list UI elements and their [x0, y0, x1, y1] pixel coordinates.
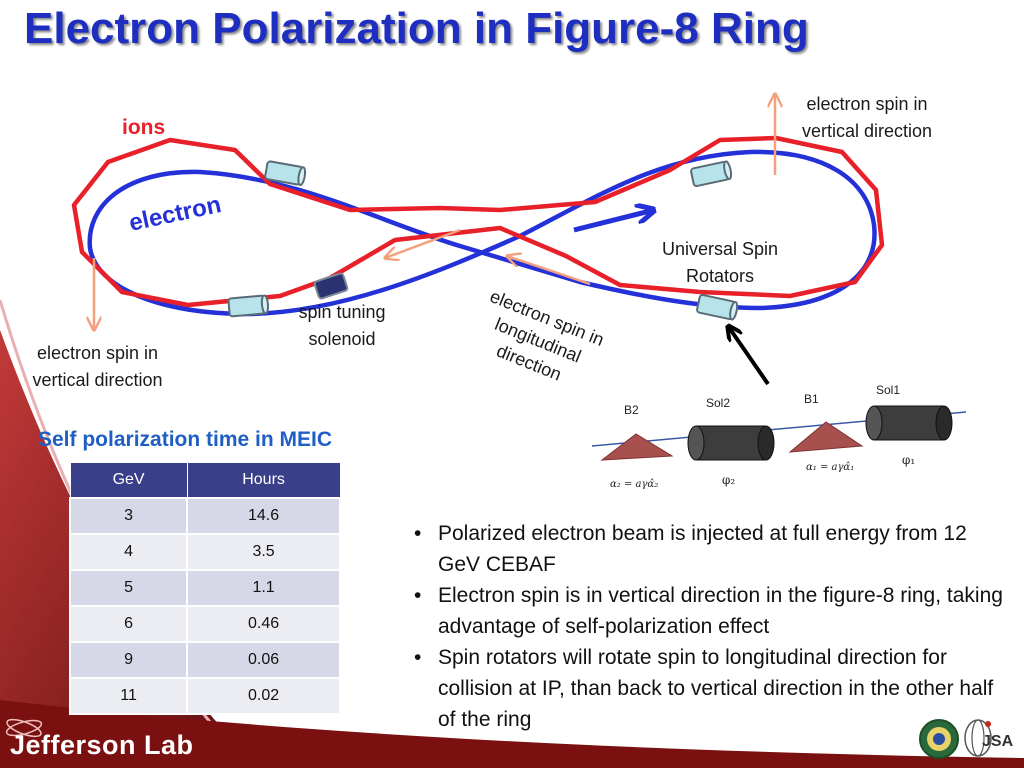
table-header-gev: GeV: [69, 462, 188, 499]
b2-label: B2: [624, 403, 639, 417]
table-cell-hours: 1.1: [186, 569, 341, 607]
table-cell-hours: 3.5: [186, 533, 341, 571]
table-cell-gev: 3: [68, 497, 189, 535]
phi2-label: φ₂: [722, 473, 735, 487]
doe-seal-icon: [919, 719, 959, 759]
spin-tuning-solenoid-label: spin tuning solenoid: [272, 299, 412, 353]
spin-vertical-top-line-2: vertical direction: [801, 121, 933, 141]
table-cell-hours: 0.06: [186, 641, 341, 679]
sol1-label: Sol1: [876, 383, 900, 397]
ion-ring-path: [71, 135, 885, 308]
spin-tuning-line-1: spin tuning: [298, 302, 386, 322]
spin-vertical-top-label: electron spin in vertical direction: [782, 91, 952, 145]
table-title: Self polarization time in MEIC: [38, 428, 333, 451]
spin-vertical-top-line-1: electron spin in: [806, 94, 928, 114]
page-title: Electron Polarization in Figure-8 Ring: [24, 4, 809, 53]
table-row: 3 14.6: [68, 497, 341, 535]
jsa-logo-text: JSA: [982, 733, 1014, 750]
universal-rotators-line-2: Rotators: [685, 266, 755, 286]
spin-rotator-3: [227, 294, 270, 318]
spin-arrow-longitudinal-1: [385, 228, 461, 258]
table-cell-hours: 0.46: [186, 605, 341, 643]
table-cell-hours: 14.6: [186, 497, 341, 535]
bullet-item: Polarized electron beam is injected at f…: [408, 518, 1008, 580]
table-row: 11 0.02: [68, 677, 341, 715]
spin-arrow-longitudinal-2: [507, 256, 591, 286]
spin-rotator-4: [696, 294, 739, 321]
table-header-hours: Hours: [186, 462, 341, 499]
table-cell-gev: 6: [68, 605, 189, 643]
jsa-logo-icon: JSA: [964, 719, 1014, 757]
table-row: 5 1.1: [68, 569, 341, 607]
sol1-solenoid: [865, 405, 953, 441]
spin-tuning-solenoid: [313, 272, 349, 300]
jefferson-lab-logo: Jefferson Lab: [10, 730, 194, 760]
alpha2-label: α₂ = aγα̂₂: [610, 479, 658, 490]
table-header-row: GeV Hours: [69, 462, 341, 499]
phi1-label: φ₁: [902, 453, 915, 467]
bullet-item: Electron spin is in vertical direction i…: [408, 580, 1008, 642]
universal-rotators-line-1: Universal Spin: [661, 239, 779, 259]
ions-label: ions: [122, 116, 165, 139]
table-cell-gev: 11: [68, 677, 189, 715]
rotator-pointer-arrow: [728, 326, 770, 386]
spin-rotator-schematic: B2 Sol2 B1 Sol1 α₂ = aγα̂₂ φ₂ α₁ = aγα̂₁…: [591, 383, 967, 490]
sol2-solenoid: [687, 425, 775, 461]
polarization-time-table: GeV Hours 3 14.6 4 3.5 5 1.1 6 0.46 9 0.…: [68, 462, 341, 715]
jefferson-lab-atom-icon: [5, 718, 43, 738]
spin-vertical-left-label: electron spin in vertical direction: [10, 340, 185, 394]
alpha1-label: α₁ = aγα̂₁: [806, 462, 854, 473]
bullet-list: Polarized electron beam is injected at f…: [408, 518, 1008, 735]
universal-spin-rotators-label: Universal Spin Rotators: [640, 236, 800, 290]
electron-ring-path: [87, 149, 877, 317]
table-row: 6 0.46: [68, 605, 341, 643]
b1-label: B1: [804, 392, 819, 406]
b2-dipole: [600, 433, 674, 461]
electron-direction-arrow: [573, 210, 654, 233]
spin-rotator-2: [690, 160, 733, 187]
table-row: 4 3.5: [68, 533, 341, 571]
table-cell-gev: 5: [68, 569, 189, 607]
spin-vertical-left-line-2: vertical direction: [32, 370, 163, 390]
spin-rotator-1: [264, 160, 307, 187]
table-cell-gev: 4: [68, 533, 189, 571]
table-cell-gev: 9: [68, 641, 189, 679]
electron-label: electron: [127, 191, 224, 237]
table-cell-hours: 0.02: [186, 677, 341, 715]
spin-vertical-left-line-1: electron spin in: [36, 343, 159, 363]
table-row: 9 0.06: [68, 641, 341, 679]
sol2-label: Sol2: [706, 396, 730, 410]
bullet-item: Spin rotators will rotate spin to longit…: [408, 642, 1008, 735]
b1-dipole: [788, 421, 864, 453]
spin-tuning-line-2: solenoid: [308, 329, 376, 349]
